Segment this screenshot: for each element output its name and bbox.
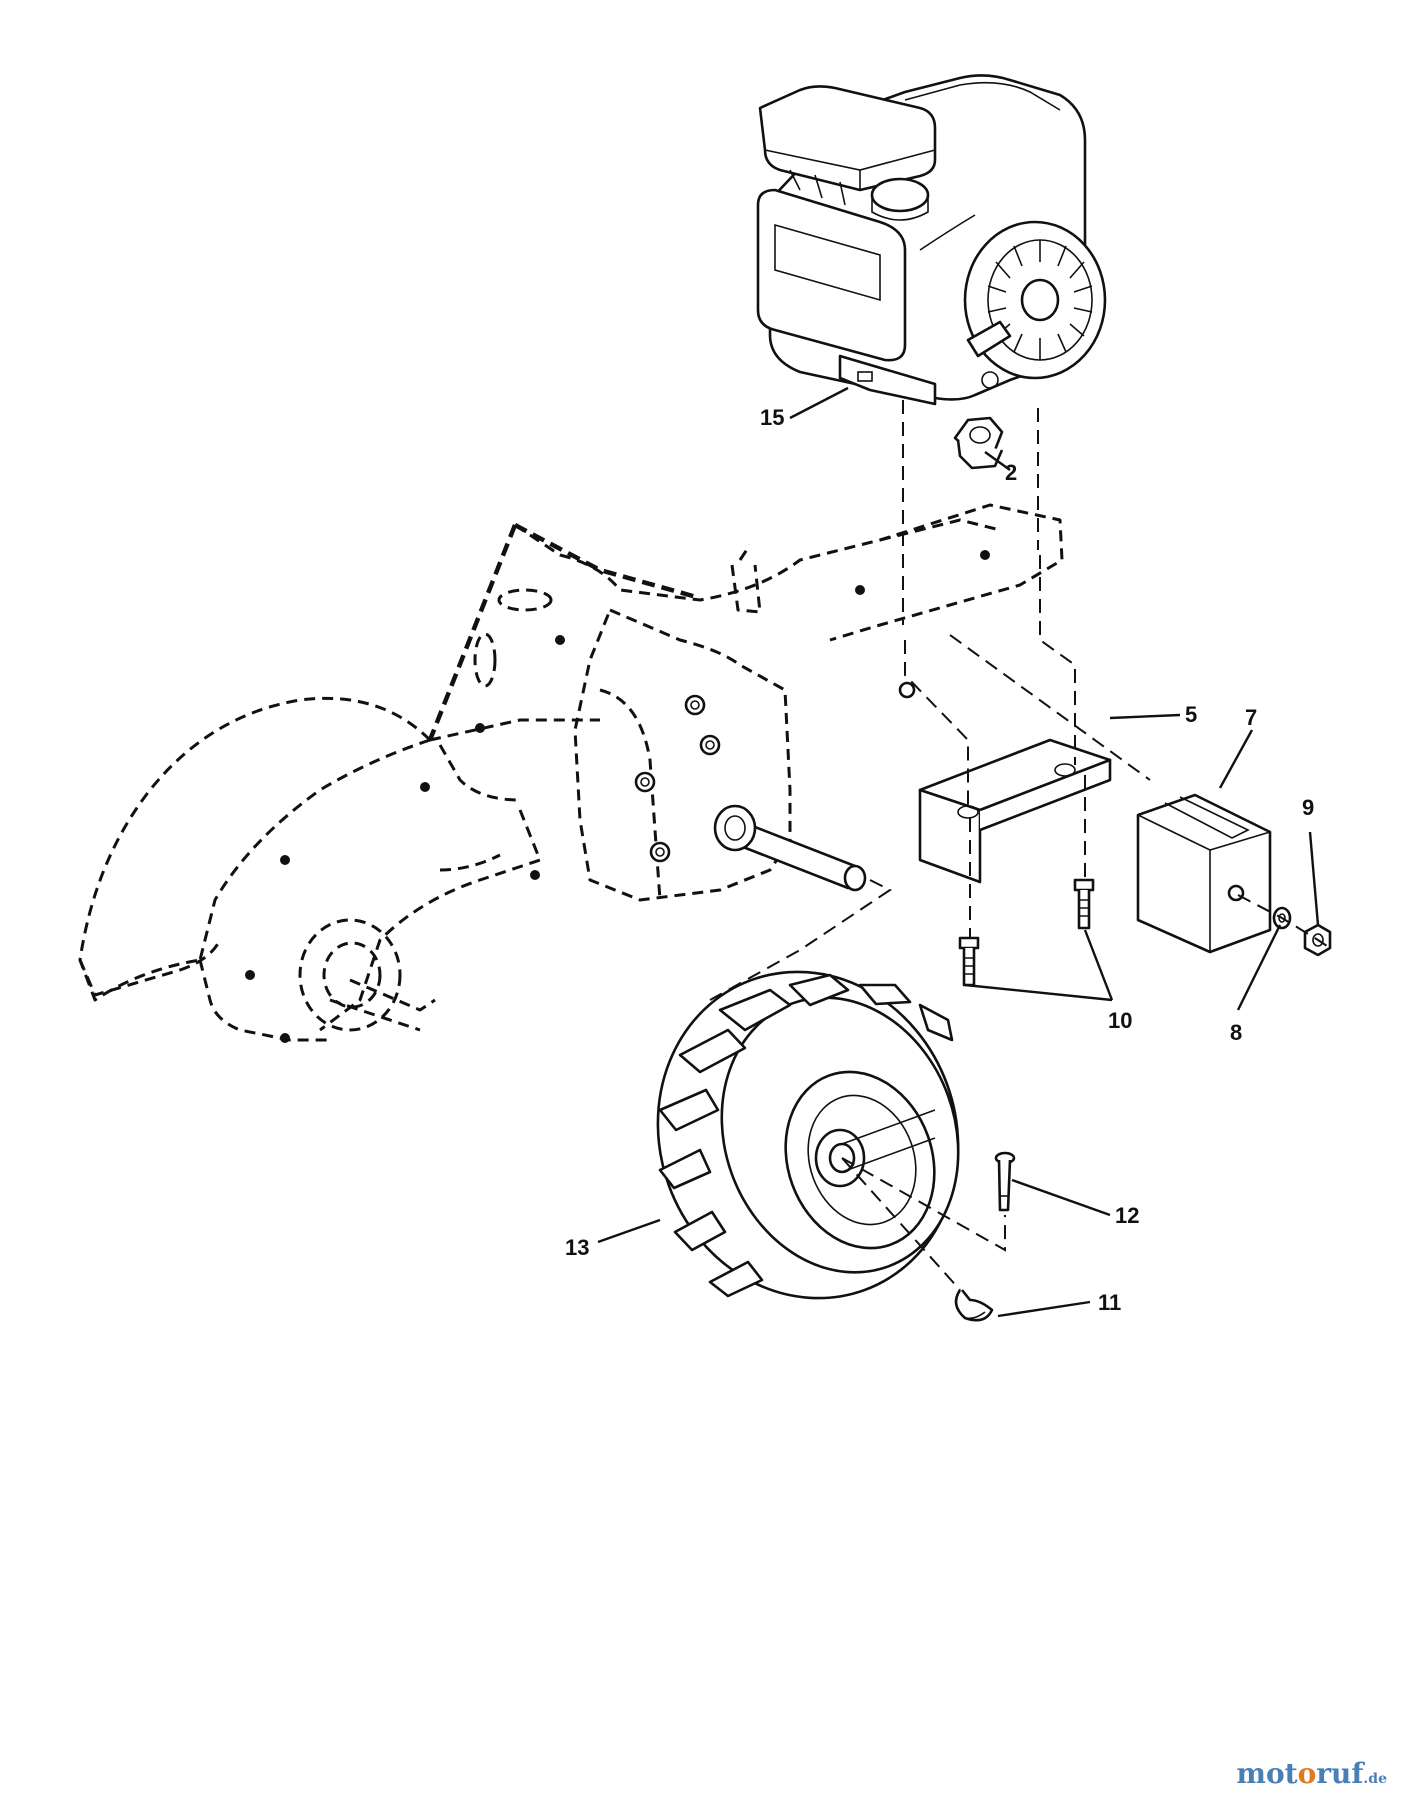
part-label-8: 8 bbox=[1230, 1020, 1242, 1045]
watermark-part-a: mot bbox=[1236, 1757, 1298, 1790]
tiller-frame-ghost bbox=[78, 503, 1064, 1043]
watermark-suffix: .de bbox=[1363, 1771, 1387, 1787]
part-label-13: 13 bbox=[565, 1235, 589, 1260]
part-label-12: 12 bbox=[1115, 1203, 1139, 1228]
mounting-bracket bbox=[918, 738, 1112, 884]
part-label-11: 11 bbox=[1098, 1290, 1121, 1315]
watermark-logo: motoruf.de bbox=[1236, 1757, 1387, 1790]
part-label-5: 5 bbox=[1185, 702, 1197, 727]
tire-wheel bbox=[656, 970, 960, 1300]
frame-bolts bbox=[245, 550, 990, 1043]
leader-lines bbox=[597, 386, 1320, 1318]
part-label-10: 10 bbox=[1108, 1008, 1132, 1033]
assembly-guide-lines bbox=[709, 400, 1331, 1001]
weight-block bbox=[1136, 793, 1272, 954]
part-label-9: 9 bbox=[1302, 795, 1314, 820]
wheel-axle bbox=[713, 804, 867, 892]
watermark-part-c: ruf bbox=[1316, 1757, 1364, 1790]
watermark-part-b: o bbox=[1297, 1757, 1317, 1790]
flange-nut bbox=[953, 416, 1004, 470]
part-labels: 15 2 5 7 9 8 10 12 13 11 bbox=[565, 405, 1314, 1315]
washer-and-nut bbox=[1272, 906, 1332, 957]
part-label-7: 7 bbox=[1245, 705, 1257, 730]
pin-guide-lines bbox=[841, 1157, 1006, 1291]
bracket-bolts bbox=[958, 878, 1095, 987]
clevis-pin bbox=[994, 1151, 1016, 1212]
part-label-2: 2 bbox=[1005, 460, 1017, 485]
engine bbox=[756, 74, 1107, 406]
hair-pin bbox=[954, 1289, 994, 1322]
part-label-15: 15 bbox=[760, 405, 784, 430]
